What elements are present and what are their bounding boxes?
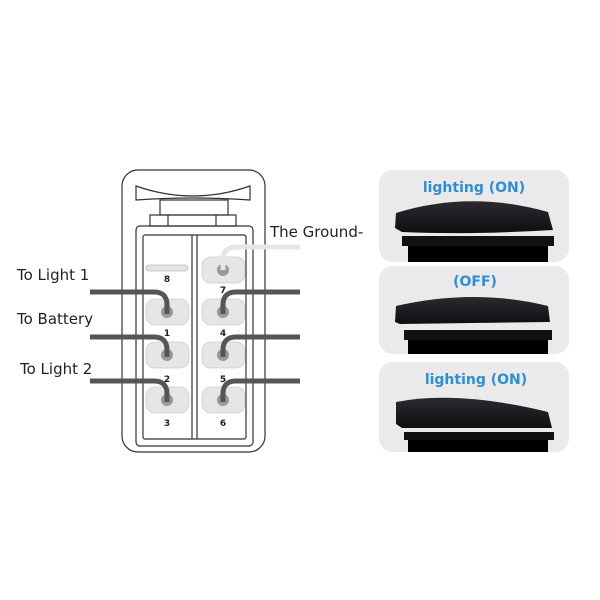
state-label: lighting (ON) (425, 372, 527, 388)
state-label: (OFF) (453, 274, 497, 290)
pin-label-2: 2 (164, 375, 170, 385)
state-panel-2: (OFF) (379, 266, 569, 354)
pin-8-bar (145, 264, 189, 272)
wire-pin-6 (220, 378, 300, 402)
pin-label-6: 6 (220, 419, 226, 429)
label-to-battery: To Battery (16, 310, 93, 328)
pin-label-7: 7 (220, 286, 226, 296)
state-label: lighting (ON) (423, 180, 525, 196)
pin-label-8: 8 (164, 275, 170, 285)
pin-label-3: 3 (164, 419, 170, 429)
pin-label-1: 1 (164, 329, 170, 339)
wire-pin-5 (220, 334, 300, 357)
rocker-cap-icon (396, 397, 552, 428)
rocker-cap-icon (395, 201, 553, 234)
wire-pin-4 (220, 289, 300, 314)
wire-light-1 (90, 289, 170, 314)
wire-light-2 (90, 378, 170, 402)
rocker-cap-icon (395, 297, 550, 324)
label-ground: The Ground- (269, 223, 363, 241)
pin-label-4: 4 (220, 329, 226, 339)
state-panel-1: lighting (ON) (379, 170, 569, 262)
ground-wire (220, 244, 300, 270)
label-to-light-2: To Light 2 (19, 360, 92, 378)
wire-battery (90, 334, 170, 357)
label-to-light-1: To Light 1 (16, 266, 89, 284)
state-panel-3: lighting (ON) (379, 362, 569, 452)
pin-label-5: 5 (220, 375, 226, 385)
